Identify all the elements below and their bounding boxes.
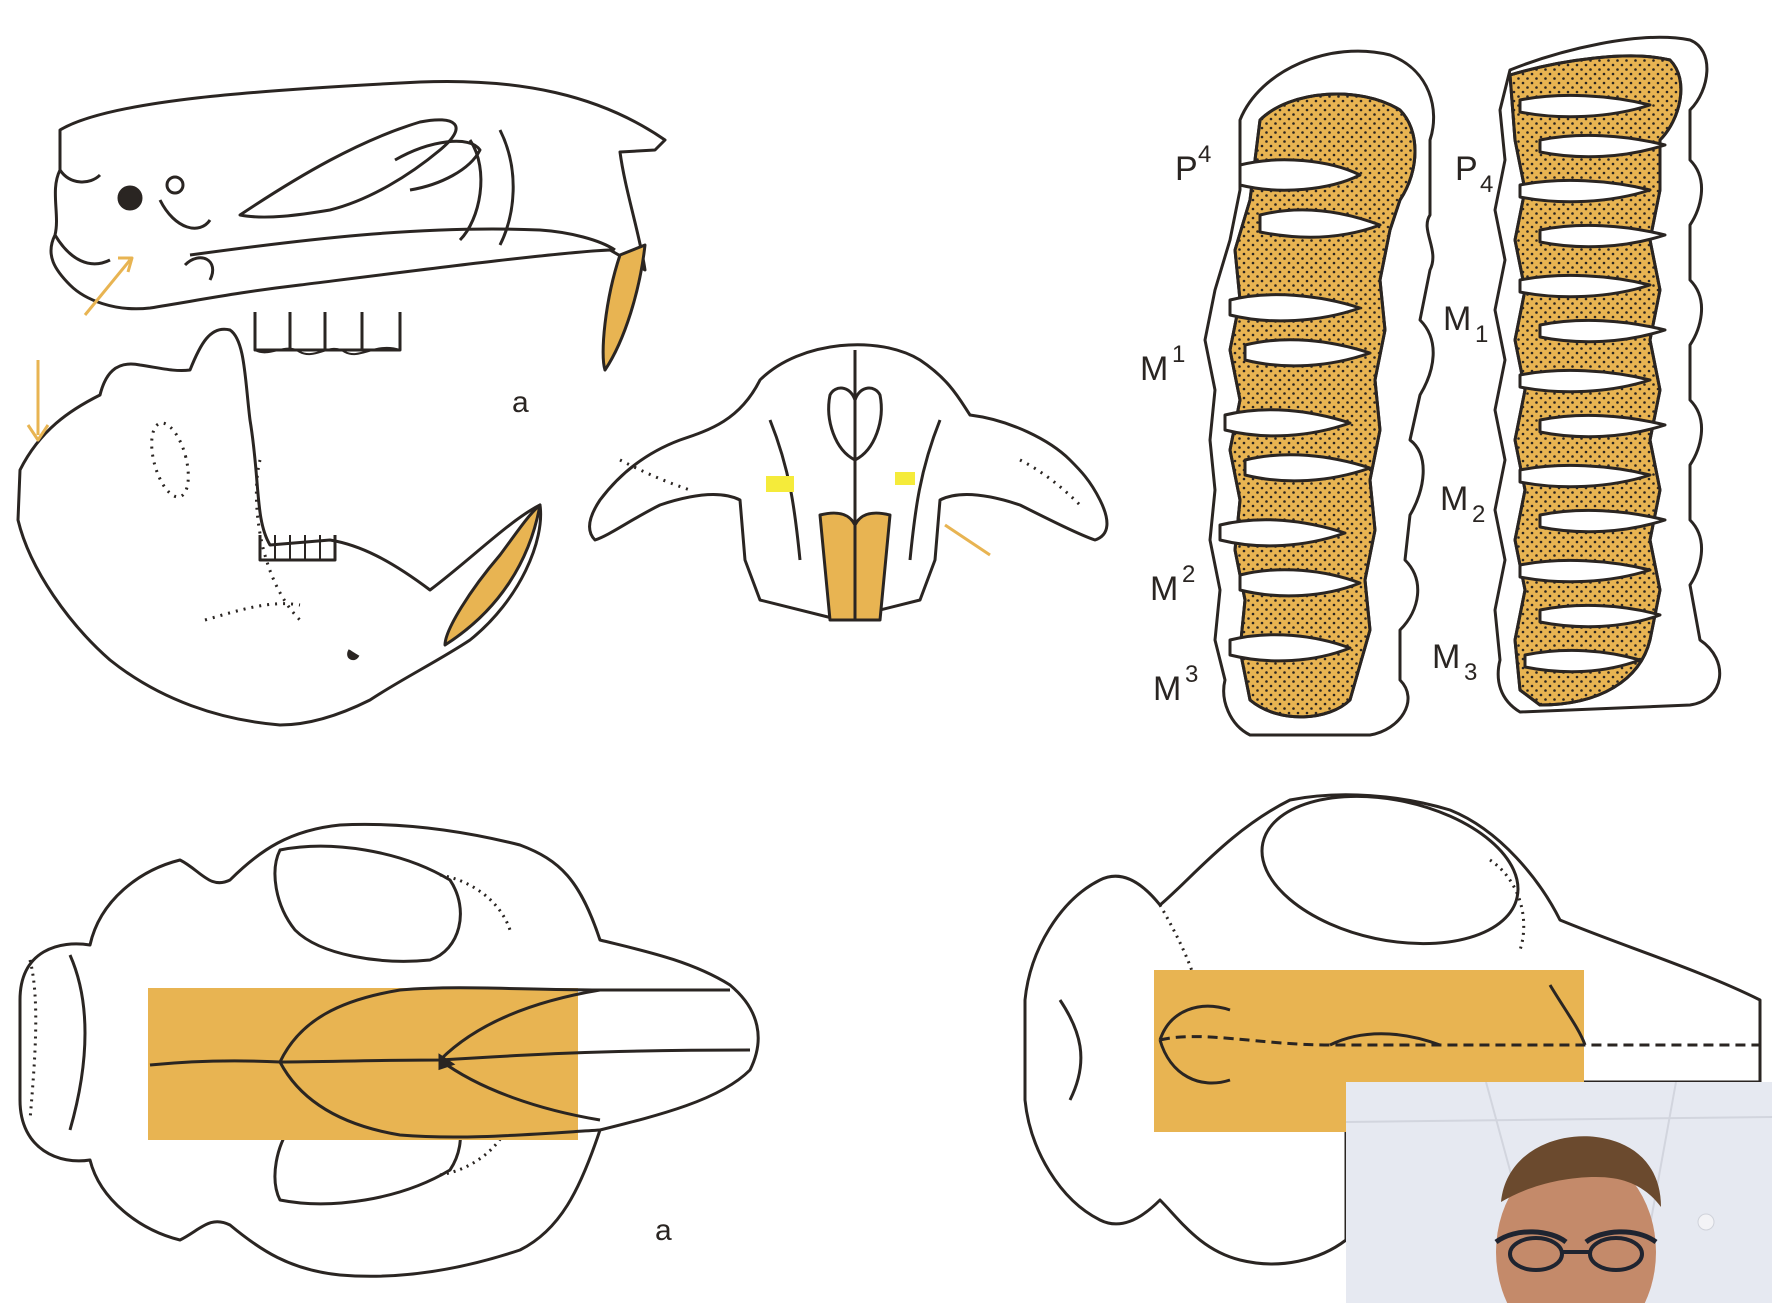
yellow-marker-left bbox=[766, 476, 794, 492]
dorsal-view-label: a bbox=[655, 1214, 672, 1247]
frontal-skull-drawing bbox=[590, 345, 1107, 620]
upper-label-m3-sup: 3 bbox=[1185, 661, 1198, 688]
upper-label-p4-base: P bbox=[1175, 150, 1198, 188]
lower-tooth-labels: P 4 M 1 M 2 M 3 bbox=[1432, 150, 1493, 686]
upper-label-m2-base: M bbox=[1150, 570, 1178, 608]
lower-label-m3-base: M bbox=[1432, 638, 1460, 676]
upper-label-p4-sup: 4 bbox=[1198, 141, 1211, 168]
upper-label-m3-base: M bbox=[1153, 670, 1181, 708]
lower-label-p4-base: P bbox=[1455, 150, 1478, 188]
lower-label-m1-sub: 1 bbox=[1475, 321, 1488, 348]
upper-tooth-row-drawing bbox=[1205, 51, 1434, 735]
yellow-marker-right bbox=[895, 472, 915, 485]
lower-label-m1-base: M bbox=[1443, 300, 1471, 338]
presenter-webcam-feed bbox=[1346, 1082, 1772, 1303]
lower-label-m2-base: M bbox=[1440, 480, 1468, 518]
upper-label-m1-sup: 1 bbox=[1172, 341, 1185, 368]
lower-tooth-row-drawing bbox=[1495, 37, 1720, 712]
lateral-view-label: a bbox=[512, 386, 529, 419]
lower-label-m3-sub: 3 bbox=[1464, 659, 1477, 686]
webcam-overlay bbox=[1346, 1082, 1772, 1303]
lower-label-p4-sub: 4 bbox=[1480, 171, 1493, 198]
dorsal-highlight-left bbox=[148, 988, 578, 1140]
lower-label-m2-sub: 2 bbox=[1472, 501, 1485, 528]
upper-tooth-labels: P 4 M 1 M 2 M 3 bbox=[1140, 141, 1211, 708]
upper-label-m1-base: M bbox=[1140, 350, 1168, 388]
upper-label-m2-sup: 2 bbox=[1182, 561, 1195, 588]
lateral-skull-drawing bbox=[18, 81, 665, 725]
